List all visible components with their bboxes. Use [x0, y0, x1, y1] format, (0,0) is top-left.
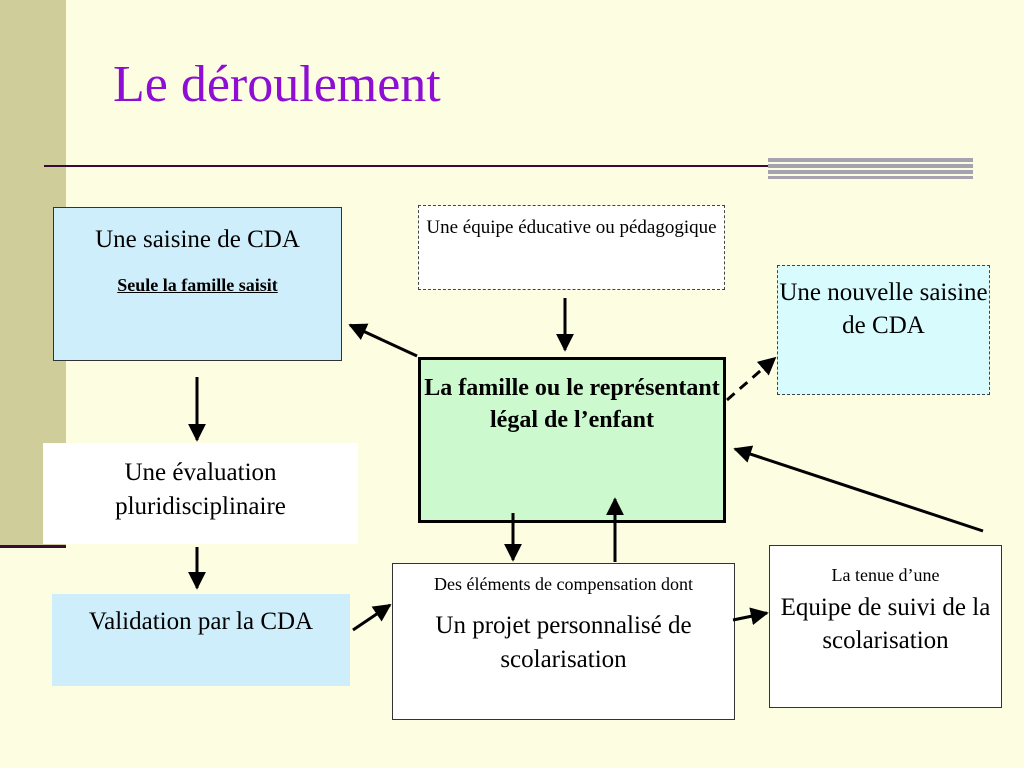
title-decor-stripes	[768, 158, 973, 179]
box-elements-compensation: Des éléments de compensation dont Un pro…	[392, 563, 735, 720]
validation-label: Validation par la CDA	[88, 608, 314, 635]
box-nouvelle-saisine: Une nouvelle saisine de CDA	[777, 265, 990, 395]
box-equipe-suivi: La tenue d’une Equipe de suivi de la sco…	[769, 545, 1002, 708]
box-validation: Validation par la CDA	[52, 594, 350, 686]
famille-label: La famille ou le représentant légal de l…	[424, 375, 720, 433]
page-title: Le déroulement	[113, 56, 441, 113]
tenue-small-label: La tenue d’une	[831, 565, 940, 585]
box-famille: La famille ou le représentant légal de l…	[418, 357, 726, 523]
nouvelle-label: Une nouvelle saisine de CDA	[779, 279, 988, 339]
title-rule	[44, 165, 774, 167]
left-decor-line	[0, 545, 66, 548]
arrow-validation-to-elements	[352, 603, 392, 632]
arrow-tenue-to-famille	[733, 445, 984, 533]
equipe-label: Une équipe éducative ou pédagogique	[426, 217, 717, 238]
saisine-sublabel: Seule la famille saisit	[117, 275, 278, 295]
arrow-elements-to-tenue	[732, 607, 769, 626]
arrow-famille-to-nouvelle	[726, 356, 777, 402]
arrow-famille-to-saisine	[348, 323, 418, 358]
box-saisine-cda: Une saisine de CDA Seule la famille sais…	[53, 207, 342, 361]
box-evaluation: Une évaluation pluridisciplinaire	[43, 443, 358, 544]
saisine-label: Une saisine de CDA	[95, 226, 300, 253]
elements-big-label: Un projet personnalisé de scolarisation	[435, 612, 692, 673]
evaluation-label: Une évaluation pluridisciplinaire	[115, 459, 286, 520]
tenue-big-label: Equipe de suivi de la scolarisation	[780, 594, 991, 654]
box-equipe-educative: Une équipe éducative ou pédagogique	[418, 205, 725, 290]
elements-small-label: Des éléments de compensation dont	[434, 574, 693, 594]
